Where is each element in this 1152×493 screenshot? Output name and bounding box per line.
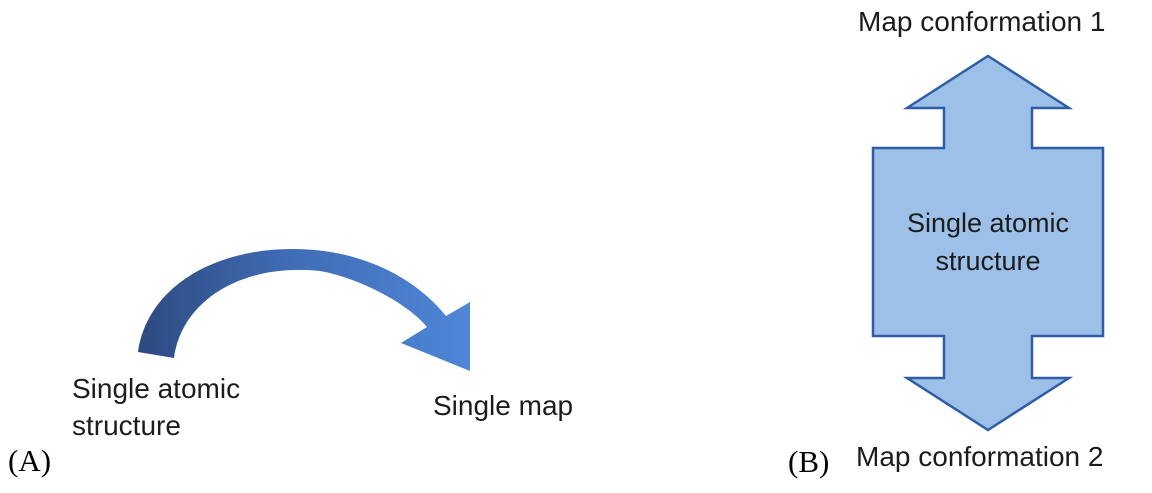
map-conformation-2-label: Map conformation 2: [856, 441, 1104, 472]
single-atomic-structure-label-a: Single atomic structure: [72, 370, 240, 444]
structure-label-line1: Single atomic: [72, 373, 241, 404]
double-headed-arrow: [871, 54, 1105, 432]
map-conformation-1-label: Map conformation 1: [858, 6, 1106, 37]
panel-a-label: (A): [8, 443, 52, 478]
structure-label-line2: structure: [72, 410, 181, 441]
structure-label-line1: Single atomic: [906, 208, 1070, 238]
double-headed-arrow-shape: [871, 54, 1105, 432]
curved-arrow: [138, 248, 470, 371]
single-atomic-structure-label-b: Single atomic structure: [873, 204, 1103, 280]
single-map-label: Single map: [433, 390, 574, 421]
structure-label-line2: structure: [935, 246, 1041, 276]
curved-arrow-shape: [138, 248, 470, 371]
panel-b-label: (B): [788, 444, 830, 479]
